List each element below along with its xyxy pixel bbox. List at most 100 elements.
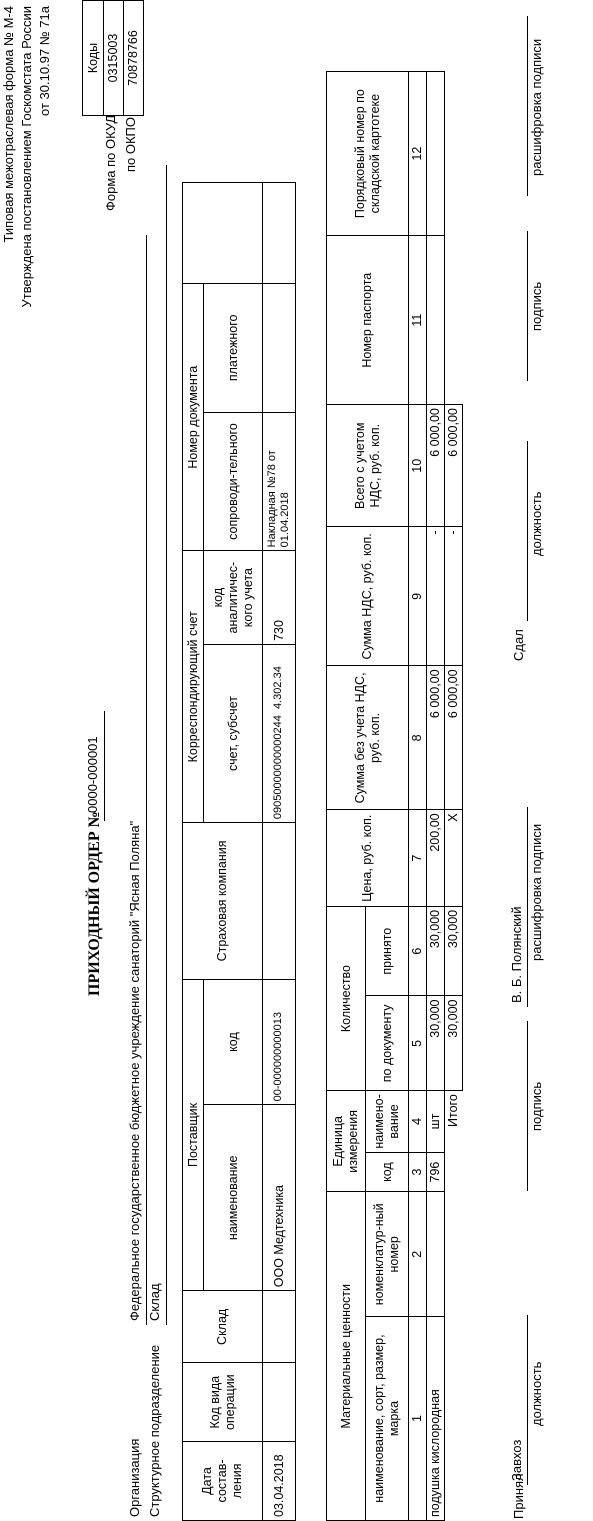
total-row: Итого 30,000 30,000 Х 6 000,00 - 6 000,0… <box>444 72 463 1521</box>
cell-accompanying: Накладная №78 от 01.04.2018 <box>262 412 296 551</box>
cell-account-sub-value: 4.302.34 <box>272 666 285 709</box>
handed-name-underline <box>527 16 528 196</box>
item-unit-code: 796 <box>426 1152 445 1192</box>
col-by-doc-header: по документу <box>365 996 409 1091</box>
cell-supplier-name: ООО Медтехника <box>262 1104 296 1291</box>
col-nomenclature-header: номенклатур-ный номер <box>365 1192 409 1317</box>
organization-name: Федеральное государственное бюджетное уч… <box>127 820 142 1321</box>
order-number-underline <box>104 711 105 821</box>
col-account-header: счет, субсчет <box>203 644 263 823</box>
col-number: 12 <box>408 71 427 236</box>
col-sum-no-vat-header: Сумма без учета НДС, руб. коп. <box>326 665 409 810</box>
signature-underline <box>527 1021 528 1191</box>
cell-opcode <box>262 1362 296 1442</box>
item-passport <box>426 235 445 405</box>
cell-insurance <box>262 822 296 980</box>
signature-caption: подпись <box>529 1081 544 1131</box>
col-number: 2 <box>408 1192 427 1317</box>
item-price: 200,00 <box>426 809 445 907</box>
codes-header: Коды <box>82 0 104 116</box>
organization-label: Организация <box>127 1438 142 1517</box>
col-number: 3 <box>408 1152 427 1192</box>
item-total-vat: 6 000,00 <box>426 404 445 527</box>
col-price-header: Цена, руб. коп. <box>326 809 409 907</box>
cell-analytic: 730 <box>262 550 296 645</box>
okud-code: 0315003 <box>103 0 124 116</box>
col-number: 7 <box>408 809 427 907</box>
accepted-position: Завхоз <box>509 1439 524 1481</box>
total-total-vat: 6 000,00 <box>444 404 463 527</box>
col-passport-header: Номер паспорта <box>326 235 409 405</box>
col-blank-header <box>182 182 263 284</box>
handed-signature-underline <box>527 231 528 381</box>
okpo-code: 70878766 <box>123 0 144 116</box>
accepted-name: В. Б. Полянский <box>509 906 524 1003</box>
okpo-label: по ОКПО <box>123 117 138 173</box>
item-card <box>426 71 445 236</box>
organization-underline <box>146 235 147 1325</box>
col-number: 1 <box>408 1316 427 1521</box>
cell-blank <box>262 182 296 284</box>
handed-position-underline <box>527 441 528 621</box>
table-row: подушка кислородная 796 шт 30,000 30,000… <box>426 71 445 1521</box>
item-name: подушка кислородная <box>426 1316 445 1521</box>
total-by-doc: 30,000 <box>444 996 463 1091</box>
cell-payment <box>262 283 296 413</box>
col-supplier-header: Поставщик <box>182 979 204 1291</box>
col-unit-code-header: код <box>365 1152 409 1192</box>
col-card-header: Порядковый номер по складской картотеке <box>326 71 409 236</box>
position-caption: должность <box>529 1361 544 1426</box>
item-accepted: 30,000 <box>426 906 445 996</box>
form-type-line: Типовая межотраслевая форма № М-4 <box>1 6 16 243</box>
position-underline <box>527 1315 528 1485</box>
cell-warehouse <box>262 1290 296 1363</box>
total-vat: - <box>444 526 463 666</box>
col-corr-account-header: Корреспондирующий счет <box>182 550 204 823</box>
receipt-info-table: Дата состав-ления Код вида операции Скла… <box>182 182 296 1521</box>
codes-box: Коды 0315003 70878766 <box>82 0 144 116</box>
handed-name-caption: расшифровка подписи <box>529 38 544 176</box>
col-material-name-header: наименование, сорт, размер, марка <box>365 1316 409 1521</box>
col-quantity-header: Количество <box>326 906 366 1091</box>
col-number: 6 <box>408 906 427 996</box>
col-vat-header: Сумма НДС, руб. коп. <box>326 526 409 666</box>
col-date-header: Дата состав-ления <box>182 1441 263 1521</box>
col-opcode-header: Код вида операции <box>182 1362 263 1442</box>
col-number: 5 <box>408 996 427 1091</box>
col-number: 9 <box>408 526 427 666</box>
form-approval-line: Утверждена постановлением Госкомстата Ро… <box>19 6 34 308</box>
name-caption: расшифровка подписи <box>529 823 544 961</box>
cell-supplier-code: 00-000000000013 <box>262 979 296 1105</box>
total-accepted: 30,000 <box>444 906 463 996</box>
col-number: 8 <box>408 665 427 810</box>
col-unit-header: Единица измерения <box>326 1090 366 1192</box>
col-insurance-header: Страховая компания <box>182 822 263 980</box>
total-label: Итого <box>446 1094 461 1127</box>
handed-position-caption: должность <box>529 491 544 556</box>
total-sum-no-vat: 6 000,00 <box>444 665 463 810</box>
col-doc-number-header: Номер документа <box>182 283 204 551</box>
order-number: 0000-000001 <box>85 736 100 813</box>
col-unit-name-header: наимено-вание <box>365 1090 409 1153</box>
handed-signature-caption: подпись <box>529 281 544 331</box>
cell-date: 03.04.2018 <box>262 1441 296 1521</box>
col-analytic-header: код аналитичес-кого учета <box>203 550 263 645</box>
order-title: ПРИХОДНЫЙ ОРДЕР № <box>86 811 103 996</box>
col-accompanying-header: сопроводи-тельного <box>203 412 263 551</box>
total-price: Х <box>444 809 463 907</box>
handed-label: Сдал <box>511 629 526 661</box>
col-number: 11 <box>408 235 427 405</box>
cell-account-main: 09050000000000244 4.302.34 <box>262 644 296 823</box>
item-by-doc: 30,000 <box>426 996 445 1091</box>
item-nomenclature <box>426 1192 445 1317</box>
item-unit-name: шт <box>426 1090 445 1153</box>
col-payment-header: платежного <box>203 283 263 413</box>
name-underline <box>527 807 528 1007</box>
okud-label: Форма по ОКУД <box>103 114 118 211</box>
division-name: Склад <box>147 1283 162 1321</box>
col-supplier-code-header: код <box>203 979 263 1105</box>
form-approval-date-line: от 30.10.97 № 71а <box>37 6 52 116</box>
items-table: Материальные ценности Единица измерения … <box>326 71 463 1521</box>
col-number: 10 <box>408 404 427 527</box>
